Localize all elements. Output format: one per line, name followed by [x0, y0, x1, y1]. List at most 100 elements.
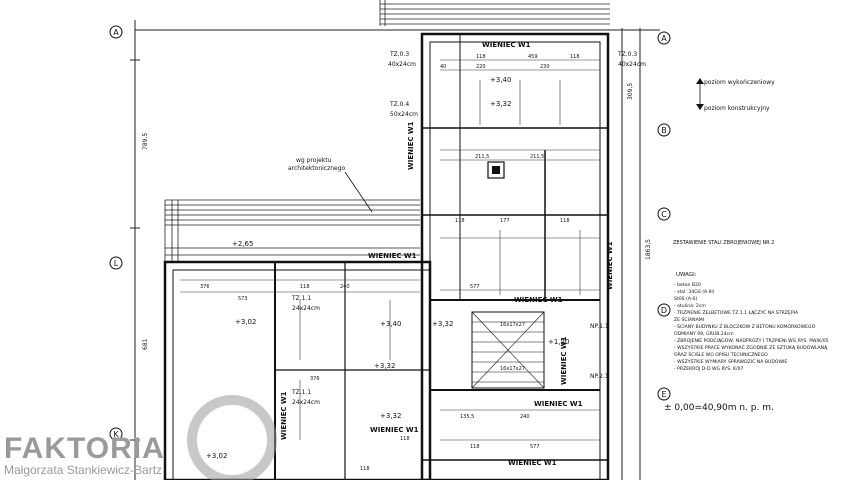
- element-tag-tz03-right: TZ.0.3: [617, 51, 637, 58]
- level-marker: +3,32: [380, 412, 401, 420]
- svg-text:376: 376: [310, 376, 320, 382]
- element-tag-np11: NP.1.1: [590, 323, 609, 330]
- svg-text:459: 459: [528, 54, 538, 60]
- svg-text:376: 376: [200, 284, 210, 290]
- element-section: 24x24cm: [292, 399, 320, 406]
- notes-title: UWAGI:: [676, 272, 697, 278]
- stair-dimension: 16x17x27: [500, 366, 525, 372]
- level-marker: +2,65: [232, 240, 253, 248]
- svg-text:118: 118: [360, 466, 370, 472]
- note-line: ORAZ ŚCIŚLE WG OPISU TECHNICZNEGO: [674, 351, 768, 358]
- axis-bubble-right-b: B: [657, 123, 671, 137]
- svg-text:230: 230: [540, 64, 550, 70]
- svg-text:E: E: [661, 390, 666, 399]
- level-marker: +1,20: [548, 338, 569, 346]
- axis-bubble-left-l: L: [109, 256, 123, 270]
- svg-text:40: 40: [440, 64, 446, 70]
- roof-hatching: [164, 0, 610, 262]
- ring-beam-label: WIENIEC W1: [407, 121, 415, 170]
- level-marker: +3,02: [206, 452, 227, 460]
- ring-beam-label: WIENIEC W1: [368, 252, 417, 260]
- stair-dimension: 16x17x27: [500, 322, 525, 328]
- note-line: - TRZPIENIE ŻELBETOWE TZ.1.1 ŁĄCZYĆ NA S…: [674, 309, 799, 316]
- svg-text:577: 577: [470, 284, 480, 290]
- note-line: ZE ŚCIANAMI: [674, 316, 704, 323]
- level-marker: +3,40: [380, 320, 401, 328]
- watermark-name: FAKTORIA: [4, 432, 165, 465]
- level-marker: +3,02: [235, 318, 256, 326]
- note-line: - ZBROJENIE PODCIĄGÓW, NADPROŻY I TRZPIE…: [674, 337, 829, 344]
- axis-bubble-left-k: K: [109, 427, 123, 441]
- chimney-symbol: [487, 161, 505, 179]
- dimension-text: 681: [142, 338, 149, 350]
- svg-text:577: 577: [530, 444, 540, 450]
- element-section: 40x24cm: [388, 61, 416, 68]
- axis-bubble-right-c: C: [657, 207, 671, 221]
- notes-block: UWAGI: - beton B20 - stal: 34GS (A-III) …: [674, 272, 829, 372]
- ring-beam-label: WIENIEC W1: [514, 296, 563, 304]
- svg-text:118: 118: [470, 444, 480, 450]
- element-section: 50x24cm: [390, 111, 418, 118]
- level-marker: +3,32: [490, 100, 511, 108]
- svg-text:C: C: [661, 210, 667, 219]
- svg-text:177: 177: [500, 218, 510, 224]
- watermark-person: Małgorzata Stankiewicz-Bartz: [4, 463, 162, 477]
- note-line: St0S (A-0): [674, 296, 697, 302]
- note-line: - stal: 34GS (A-III): [674, 289, 715, 295]
- ring-beam-label: WIENIEC W1: [370, 426, 419, 434]
- element-tags: TZ.0.3 40x24cm TZ.0.3 40x24cm TZ.0.4 50x…: [291, 51, 646, 406]
- svg-text:K: K: [113, 430, 119, 439]
- svg-text:118: 118: [300, 284, 310, 290]
- interior-dimension-lines: [180, 59, 600, 441]
- svg-text:L: L: [114, 259, 119, 268]
- element-section: 24x24cm: [292, 305, 320, 312]
- legend-structural: poziom konstrukcyjny: [704, 105, 770, 112]
- element-tag-tz03: TZ.0.3: [389, 51, 409, 58]
- ring-beam-label: WIENIEC W1: [280, 391, 288, 440]
- ring-beam-label: WIENIEC W1: [560, 336, 568, 385]
- svg-text:573: 573: [238, 296, 248, 302]
- ring-beam-label: WIENIEC W1: [606, 241, 614, 290]
- note-line: - ŚCIANY BUDYNKU Z BLOCZKÓW Z BETONU KOM…: [674, 323, 816, 330]
- note-line: - WSZYSTKIE WYMIARY SPRAWDZIĆ NA BUDOWIE: [674, 358, 787, 365]
- dimension-text: 309,5: [627, 83, 634, 100]
- svg-text:220: 220: [476, 64, 486, 70]
- svg-text:architektonicznego: architektonicznego: [288, 165, 346, 172]
- svg-text:A: A: [113, 28, 119, 37]
- level-marker: +3,32: [374, 362, 395, 370]
- svg-text:135,5: 135,5: [460, 414, 474, 420]
- axis-bubble-right-e: E: [657, 387, 671, 401]
- svg-text:118: 118: [570, 54, 580, 60]
- axis-bubble-right-a: A: [657, 31, 671, 45]
- svg-text:118: 118: [455, 218, 465, 224]
- staircase: 16x17x27 16x17x27: [471, 311, 545, 389]
- ring-beam-label: WIENIEC W1: [482, 41, 531, 49]
- reference-level: ± 0,00=40,90m n. p. m.: [664, 403, 774, 413]
- note-line: - otulina: 2cm: [674, 303, 706, 309]
- svg-text:wg projektu: wg projektu: [296, 157, 332, 164]
- level-legend: poziom wykończeniowy poziom konstrukcyjn…: [696, 78, 775, 112]
- watermark: FAKTORIA Małgorzata Stankiewicz-Bartz: [4, 395, 277, 484]
- svg-text:240: 240: [520, 414, 530, 420]
- element-tag-np21: NP.2.1: [590, 373, 609, 380]
- axis-bubble-right-d: D: [657, 303, 671, 317]
- element-tag-tz11b: TZ.1.1: [291, 389, 311, 396]
- svg-text:A: A: [661, 34, 667, 43]
- svg-text:118: 118: [400, 436, 410, 442]
- legend-finished: poziom wykończeniowy: [704, 79, 775, 86]
- level-marker: +3,32: [432, 320, 453, 328]
- element-tag-tz04: TZ.0.4: [389, 101, 409, 108]
- svg-text:118: 118: [476, 54, 486, 60]
- axis-bubble-left-a: A: [109, 25, 123, 39]
- level-markers: +3,40 +3,32 +2,65 +3,02 +3,40 +3,32 +3,3…: [206, 76, 569, 460]
- level-marker: +3,40: [490, 76, 511, 84]
- note-line: - WSZYSTKIE PRACE WYKONAĆ ZGODNIE ZE SZT…: [674, 344, 828, 351]
- svg-text:240: 240: [340, 284, 350, 290]
- ring-beam-label: WIENIEC W1: [508, 459, 557, 467]
- note-line: - PRZEKRÓJ D-D WG RYS. K/07: [674, 365, 744, 372]
- element-section: 40x24cm: [618, 61, 646, 68]
- svg-text:211,5: 211,5: [530, 154, 544, 160]
